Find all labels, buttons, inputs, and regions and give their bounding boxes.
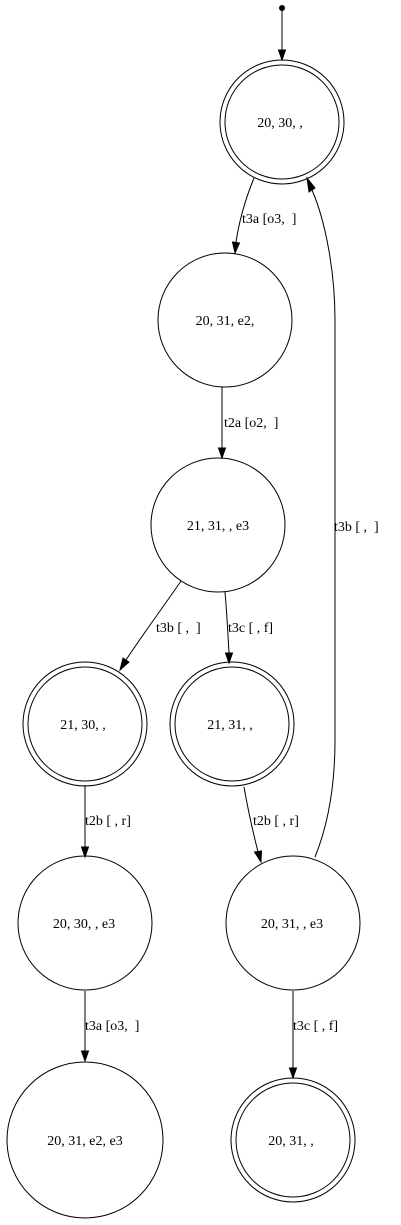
- edge-s2-s3: t3b [ , ]: [119, 580, 201, 672]
- state-node-s7: 20, 31, e2, e3: [6, 1061, 164, 1219]
- edge-s1-s2: t2a [o2, ]: [217, 387, 278, 460]
- state-node-s2: 21, 31, , e3: [150, 457, 286, 593]
- edge-label-s6-s0: t3b [ , ]: [334, 520, 379, 535]
- edge-label-s6-s8: t3c [ , f]: [293, 1019, 338, 1034]
- state-label-s6: 20, 31, , e3: [261, 917, 323, 932]
- state-node-s0: 20, 30, ,: [219, 59, 345, 185]
- state-label-s2: 21, 31, , e3: [187, 519, 249, 534]
- edge-s5-s7: t3a [o3, ]: [80, 991, 139, 1063]
- edge-label-s2-s3: t3b [ , ]: [156, 621, 201, 636]
- edge-label-s2-s4: t3c [ , f]: [228, 621, 273, 636]
- state-node-s6: 20, 31, , e3: [225, 855, 361, 991]
- edge-label-s4-s6: t2b [ , r]: [253, 814, 299, 829]
- initial-edge-arrowhead: [277, 49, 287, 62]
- state-label-s7: 20, 31, e2, e3: [47, 1134, 122, 1149]
- edge-s0-s1: t3a [o3, ]: [231, 177, 296, 255]
- edge-s4-s6: t2b [ , r]: [243, 786, 299, 864]
- edge-label-s1-s2: t2a [o2, ]: [224, 416, 278, 431]
- edge-s6-s0: t3b [ , ]: [306, 176, 379, 858]
- state-label-s0: 20, 30, ,: [257, 116, 303, 131]
- initial-marker: [279, 5, 285, 11]
- state-label-s5: 20, 30, , e3: [53, 917, 115, 932]
- edge-label-s0-s1: t3a [o3, ]: [242, 212, 296, 227]
- edge-label-s5-s7: t3a [o3, ]: [85, 1019, 139, 1034]
- state-label-s4: 21, 31, ,: [207, 718, 253, 733]
- state-node-s5: 20, 30, , e3: [17, 855, 153, 991]
- state-label-s1: 20, 31, e2,: [196, 314, 255, 329]
- edge-s2-s4: t3c [ , f]: [224, 591, 273, 665]
- state-label-s8: 20, 31, ,: [268, 1134, 314, 1149]
- edge-label-s3-s5: t2b [ , r]: [85, 814, 131, 829]
- state-node-s1: 20, 31, e2,: [157, 252, 293, 388]
- state-node-s3: 21, 30, ,: [22, 661, 148, 787]
- state-label-s3: 21, 30, ,: [60, 718, 106, 733]
- edge-s3-s5: t2b [ , r]: [80, 785, 131, 859]
- state-node-s4: 21, 31, ,: [169, 661, 295, 787]
- edge-s6-s8: t3c [ , f]: [288, 991, 338, 1080]
- state-node-s8: 20, 31, ,: [230, 1077, 356, 1203]
